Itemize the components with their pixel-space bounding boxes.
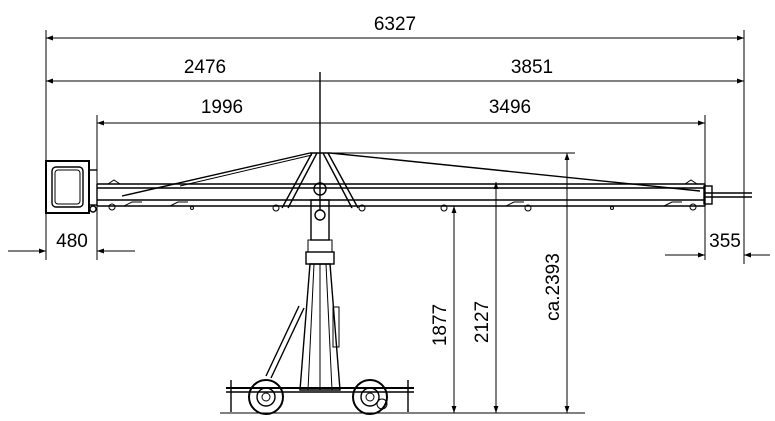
dim-2127-label: 2127 xyxy=(472,301,493,343)
dim-2393-label: ca.2393 xyxy=(543,253,564,321)
tow-bar xyxy=(265,305,305,379)
dim-2476-label: 2476 xyxy=(184,57,226,78)
dimension-counterweight: 480 xyxy=(8,200,135,260)
dimension-total: 6327 xyxy=(45,14,745,200)
dim-6327-label: 6327 xyxy=(374,14,416,35)
dim-3496-label: 3496 xyxy=(489,97,531,118)
column xyxy=(299,251,341,391)
dimension-front-rear: 2476 3851 xyxy=(46,57,744,205)
dim-3851-label: 3851 xyxy=(511,57,553,78)
boom xyxy=(96,179,752,212)
dim-355-label: 355 xyxy=(709,231,741,252)
counterweight-box xyxy=(45,160,97,214)
dim-1996-label: 1996 xyxy=(201,97,243,118)
dim-480-label: 480 xyxy=(56,231,88,252)
a-frame xyxy=(121,72,701,210)
dimension-tip: 355 xyxy=(665,200,770,264)
base-wheels xyxy=(226,379,414,415)
crane-structure xyxy=(45,72,752,415)
pivot-head xyxy=(307,182,333,253)
dim-1877-label: 1877 xyxy=(430,304,451,346)
dimension-heights: 1877 2127 ca.2393 xyxy=(220,152,585,414)
dimension-inner: 1996 3496 xyxy=(96,97,706,260)
